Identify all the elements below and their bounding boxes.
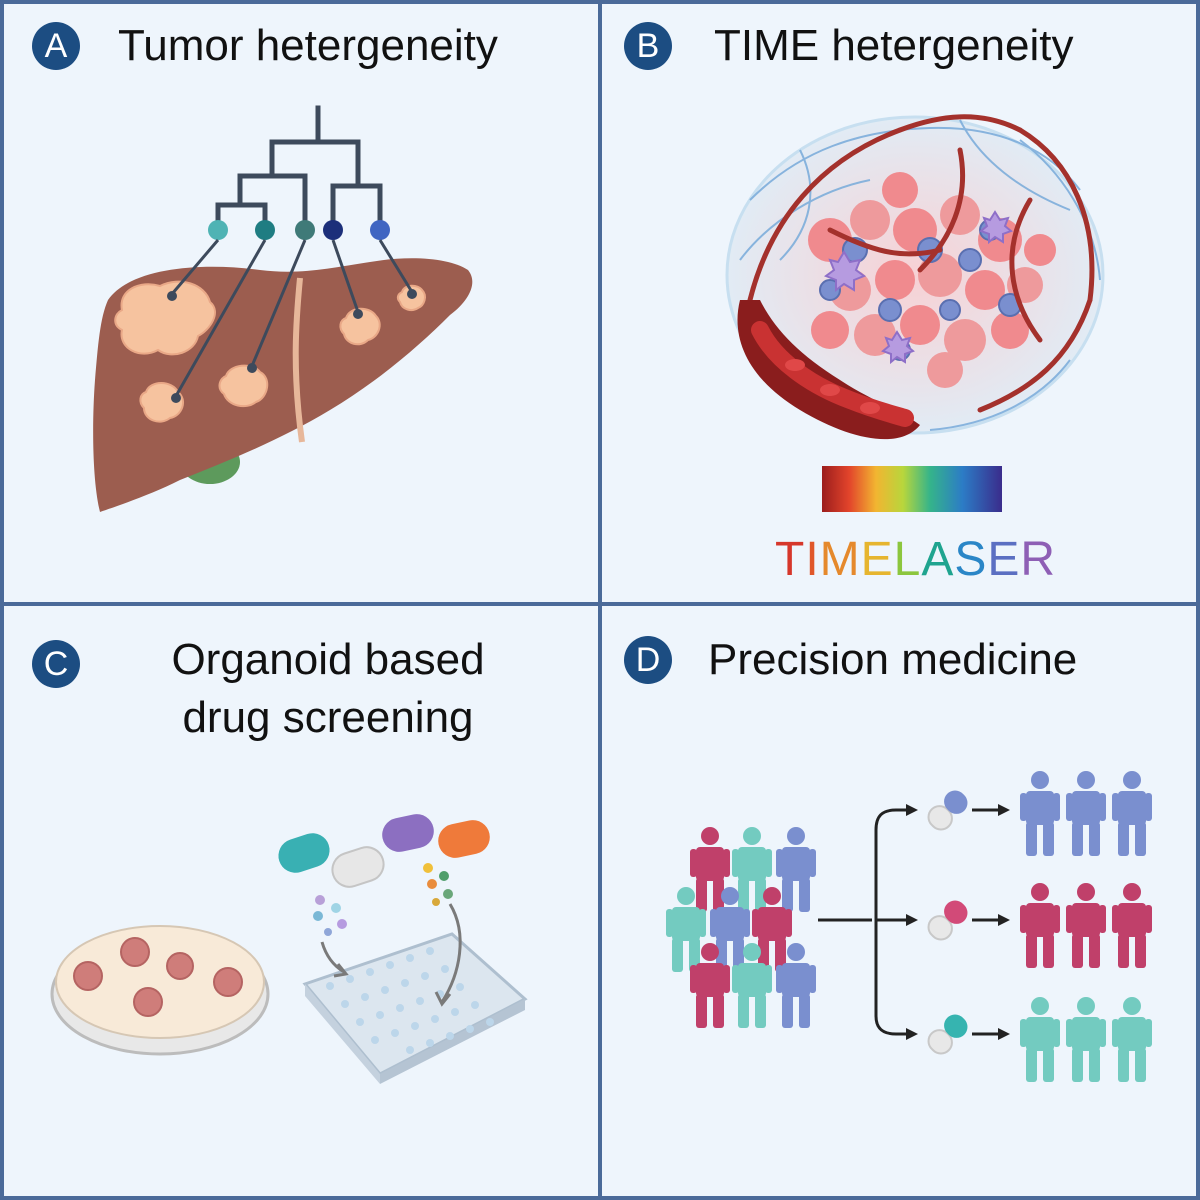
- phylogenetic-tree-icon: [215, 105, 383, 229]
- timelaser-letter: L: [893, 533, 922, 586]
- panel-c-illustration: [50, 814, 528, 1084]
- panel-b: B TIME hetergeneity: [600, 0, 1200, 604]
- panel-a-title: Tumor hetergeneity: [118, 21, 498, 70]
- petri-dish-icon: [50, 925, 270, 1056]
- person-icon: [776, 827, 816, 912]
- responder-group-teal: [1020, 997, 1152, 1082]
- timelaser-letter: I: [805, 533, 820, 586]
- blood-vessel-icon: [737, 300, 920, 440]
- timelaser-wordmark: TIMELASER: [775, 532, 1056, 587]
- timelaser-letter: T: [775, 533, 806, 586]
- panel-a-illustration: [93, 105, 473, 512]
- tumor-nodules: [114, 280, 426, 423]
- vessels: [747, 114, 1095, 413]
- timelaser-letter: S: [954, 533, 988, 586]
- panel-a: A Tumor hetergeneity: [0, 0, 600, 604]
- panel-b-title: TIME hetergeneity: [714, 21, 1074, 70]
- horizontal-divider: [0, 602, 1200, 606]
- timelaser-letter: M: [819, 533, 861, 586]
- panel-c-title-line-2: drug screening: [182, 693, 474, 742]
- panel-d: D Precision medicine: [600, 604, 1200, 1200]
- macrophages: [823, 210, 1013, 365]
- timelaser-letter: E: [860, 533, 894, 586]
- timelaser-letter: A: [921, 533, 955, 586]
- panel-c-title-line-1: Organoid based: [171, 635, 485, 684]
- timelaser-letter: R: [1020, 533, 1057, 586]
- arrow-icon: [320, 903, 462, 1007]
- branch-arrows: [818, 808, 906, 1036]
- drug-particles: [313, 863, 453, 936]
- panel-c: C Organoid based drug screening: [0, 604, 600, 1200]
- panel-d-badge: D: [624, 636, 672, 684]
- panel-c-badge: C: [32, 640, 80, 688]
- panel-d-illustration: [666, 771, 1152, 1082]
- capsule-icon: [278, 814, 490, 888]
- spectrum-bar: [822, 466, 1002, 512]
- panel-b-illustration: [725, 114, 1105, 512]
- capsule-icon: [927, 790, 968, 1055]
- panel-a-badge: A: [32, 22, 80, 70]
- well-plate-icon: [302, 932, 528, 1084]
- timelaser-letter: E: [987, 533, 1021, 586]
- arrow-icon: [972, 808, 1000, 1036]
- tumor-microenvironment-icon: [725, 114, 1105, 435]
- clone-nodes: [208, 220, 390, 240]
- panel-b-badge: B: [624, 22, 672, 70]
- responder-group-blue: [1020, 771, 1152, 856]
- responder-group-red: [1020, 883, 1152, 968]
- tumor-cells: [808, 172, 1056, 388]
- clone-links: [170, 239, 414, 397]
- patient-crowd: [666, 827, 816, 1028]
- panel-d-title: Precision medicine: [708, 635, 1078, 684]
- vertical-divider: [598, 0, 602, 1200]
